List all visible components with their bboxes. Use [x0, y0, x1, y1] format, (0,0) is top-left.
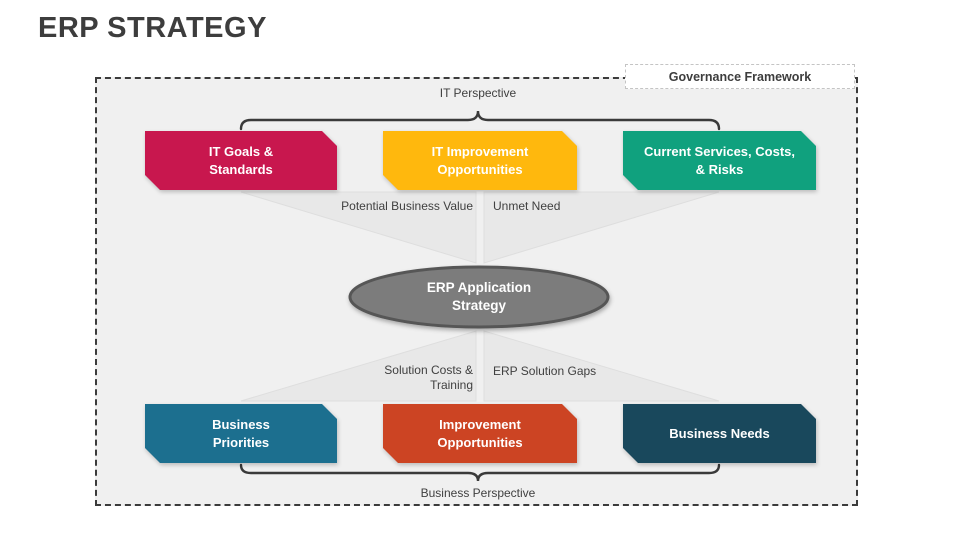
box-label: Current Services, Costs, & Risks — [643, 143, 795, 177]
brace-top — [239, 110, 721, 131]
it-perspective-label: IT Perspective — [439, 86, 517, 100]
governance-framework-label: Governance Framework — [625, 64, 855, 89]
box-label: Business Priorities — [212, 416, 270, 450]
box-business-needs: Business Needs — [623, 404, 816, 463]
box-improvement-opportunities: Improvement Opportunities — [383, 404, 577, 463]
box-label: Improvement Opportunities — [437, 416, 523, 450]
box-current-services-costs-risks: Current Services, Costs, & Risks — [623, 131, 816, 190]
erp-solution-gaps-label: ERP Solution Gaps — [493, 364, 597, 378]
box-label: IT Goals & Standards — [208, 143, 274, 177]
box-label: Business Needs — [669, 425, 770, 441]
box-it-improvement-opportunities: IT Improvement Opportunities — [383, 131, 577, 190]
funnel-top-left — [240, 191, 477, 264]
solution-costs-training-label: Solution Costs & Training — [384, 363, 473, 392]
erp-application-strategy-label: ERP Application Strategy — [426, 280, 532, 313]
box-label: IT Improvement Opportunities — [431, 143, 529, 177]
box-business-priorities: Business Priorities — [145, 404, 337, 463]
strategy-ellipse — [348, 265, 610, 329]
page-title: ERP STRATEGY — [38, 12, 267, 44]
box-it-goals-standards: IT Goals & Standards — [145, 131, 337, 190]
business-perspective-label: Business Perspective — [420, 486, 536, 500]
potential-business-value-label: Potential Business Value — [341, 199, 473, 213]
brace-bottom — [239, 463, 721, 482]
funnel-top-right — [483, 191, 720, 264]
funnel-bottom-left — [240, 330, 477, 402]
funnel-bottom-right — [483, 330, 720, 402]
unmet-need-label: Unmet Need — [493, 199, 561, 213]
